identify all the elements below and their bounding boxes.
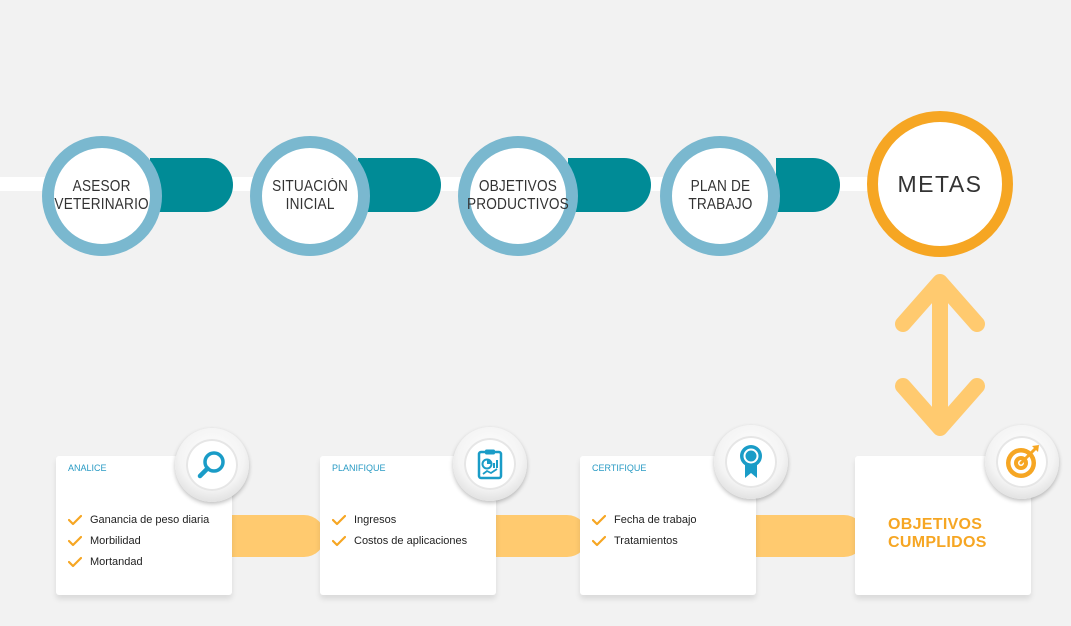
badge-inner bbox=[725, 436, 777, 488]
list-item: Morbilidad bbox=[68, 530, 209, 551]
check-icon bbox=[332, 535, 346, 546]
connector-3 bbox=[568, 158, 651, 212]
card-title: PLANIFIQUE bbox=[332, 463, 386, 473]
badge-inner bbox=[464, 438, 516, 490]
step-label: OBJETIVOS PRODUCTIVOS bbox=[467, 178, 569, 213]
step-asesor-veterinario: ASESOR VETERINARIO bbox=[42, 136, 162, 256]
band-2 bbox=[490, 515, 588, 557]
magnifier-icon bbox=[197, 451, 225, 479]
list-item-text: Mortandad bbox=[90, 555, 143, 568]
badge-planifique bbox=[453, 427, 527, 501]
step-plan-de-trabajo: PLAN DE TRABAJO bbox=[660, 136, 780, 256]
list-item: Fecha de trabajo bbox=[592, 509, 697, 530]
card-title: ANALICE bbox=[68, 463, 107, 473]
list-item-text: Tratamientos bbox=[614, 534, 678, 547]
double-arrow-icon bbox=[895, 274, 985, 436]
check-icon bbox=[592, 535, 606, 546]
list-item: Tratamientos bbox=[592, 530, 697, 551]
connector-1 bbox=[150, 158, 233, 212]
list-item: Mortandad bbox=[68, 551, 209, 572]
step-label: SITUACIÓN INICIAL bbox=[272, 178, 348, 213]
list-item-text: Ganancia de peso diaria bbox=[90, 513, 210, 526]
card-list: Ganancia de peso diaria Morbilidad Morta… bbox=[68, 509, 209, 572]
badge-certifique bbox=[714, 425, 788, 499]
target-arrow-icon bbox=[1006, 445, 1039, 478]
badge-inner bbox=[186, 439, 238, 491]
check-icon bbox=[68, 514, 82, 525]
card-list: Ingresos Costos de aplicaciones bbox=[332, 509, 467, 551]
check-icon bbox=[332, 514, 346, 525]
band-3 bbox=[750, 515, 865, 557]
connector-2 bbox=[358, 158, 441, 212]
list-item-text: Ingresos bbox=[354, 513, 397, 526]
badge-inner bbox=[996, 436, 1048, 488]
step-situacion-inicial: SITUACIÓN INICIAL bbox=[250, 136, 370, 256]
list-item: Ingresos bbox=[332, 509, 467, 530]
connector-4 bbox=[776, 158, 840, 212]
badge-objetivos-cumplidos bbox=[985, 425, 1059, 499]
list-item: Costos de aplicaciones bbox=[332, 530, 467, 551]
band-1 bbox=[225, 515, 325, 557]
step-objetivos-productivos: OBJETIVOS PRODUCTIVOS bbox=[458, 136, 578, 256]
step-label: PLAN DE TRABAJO bbox=[687, 178, 753, 213]
check-icon bbox=[68, 556, 82, 567]
goal-label: METAS bbox=[897, 170, 983, 197]
check-icon bbox=[592, 514, 606, 525]
goal-metas: METAS bbox=[867, 111, 1013, 257]
clipboard-chart-icon bbox=[477, 449, 503, 480]
list-item: Ganancia de peso diaria bbox=[68, 509, 209, 530]
final-label: OBJETIVOS CUMPLIDOS bbox=[888, 516, 987, 551]
card-title: CERTIFIQUE bbox=[592, 463, 647, 473]
step-label: ASESOR VETERINARIO bbox=[54, 178, 150, 213]
list-item-text: Morbilidad bbox=[90, 534, 141, 547]
card-list: Fecha de trabajo Tratamientos bbox=[592, 509, 697, 551]
list-item-text: Fecha de trabajo bbox=[614, 513, 697, 526]
list-item-text: Costos de aplicaciones bbox=[354, 534, 468, 547]
badge-analice bbox=[175, 428, 249, 502]
award-ribbon-icon bbox=[740, 445, 762, 478]
card-analice: ANALICE Ganancia de peso diaria Morbilid… bbox=[56, 456, 232, 595]
check-icon bbox=[68, 535, 82, 546]
